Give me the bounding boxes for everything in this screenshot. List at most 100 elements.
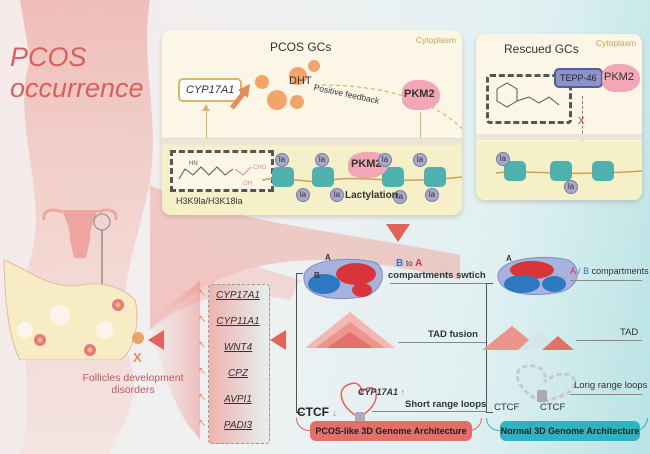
compartments-text: compartments — [591, 266, 649, 276]
up-arrow-icon: ↖ — [198, 340, 207, 351]
b-label: B — [583, 266, 590, 276]
gene-item: AVPI1 — [224, 394, 252, 405]
svg-text:OH: OH — [243, 181, 252, 187]
up-arrow-icon: ↖ — [198, 288, 207, 299]
up-arrow-icon: ↑ — [400, 387, 406, 397]
tad-fusion-triangle — [305, 312, 395, 348]
gene-item: CPZ — [228, 368, 248, 379]
pcos-gcs-panel: PCOS GCs Cytoplasm Nucleus CYP17A1 DHT P… — [162, 30, 462, 215]
follicles-outcome-label: Follicles development disorders — [82, 372, 184, 396]
uterus-icon — [42, 208, 118, 258]
down-arrow — [386, 224, 410, 242]
la-mark: la — [413, 153, 427, 167]
cytoplasm-label: Cytoplasm — [595, 38, 636, 48]
title-line-1: PCOS — [10, 42, 87, 72]
tad-label: TAD — [620, 327, 639, 338]
tad-fusion-label: TAD fusion — [428, 329, 478, 340]
long-range-loops-label: Long range loops — [574, 380, 648, 391]
svg-text:HN: HN — [189, 161, 198, 167]
divider-line — [570, 394, 642, 395]
divider-line — [372, 411, 486, 412]
ovary-illustration — [3, 208, 144, 360]
gene-item: PADI3 — [223, 420, 253, 431]
gene-item: WNT4 — [223, 342, 253, 353]
chromatin-fiber — [495, 161, 642, 181]
compartment-blob-normal — [497, 256, 578, 296]
arrow-to-gene-list — [270, 330, 286, 350]
up-arrow-icon: ↖ — [198, 366, 207, 377]
histone-marks-label: H3K9la/H3K18la — [176, 196, 243, 206]
ab-compartments-label: A / B compartments — [570, 266, 649, 276]
divider-line — [398, 342, 486, 343]
lactyl-lysine-structure-icon: CHO OH HN — [178, 161, 267, 187]
svg-text:CHO: CHO — [253, 165, 267, 171]
chromatin-fiber — [262, 167, 462, 187]
slash-label: / — [578, 266, 581, 276]
divider-line — [390, 283, 486, 284]
pcos-bracket — [296, 273, 303, 413]
pkm2-blob — [402, 80, 440, 110]
nuclear-membrane — [476, 134, 642, 140]
la-mark: la — [296, 188, 310, 202]
up-arrow-icon: ↖ — [198, 314, 207, 325]
pcos-occurrence-title: PCOS occurrence — [10, 42, 144, 104]
tepp46-box: TEPP-46 — [554, 68, 603, 88]
tepp46-molecule-icon — [496, 82, 560, 108]
pkm2-label: PKM2 — [604, 71, 634, 83]
ctcf-label: CTCF ↓ — [297, 405, 337, 419]
b-label: B — [396, 258, 404, 269]
gene-item: CYP17A1 — [216, 290, 260, 301]
up-arrow — [206, 108, 207, 160]
down-arrow-icon: ↓ — [332, 408, 337, 418]
pkm2-nuclear-label: PKM2 — [351, 158, 382, 170]
la-mark: la — [496, 152, 510, 166]
nucleosome — [272, 167, 446, 187]
up-arrow-icon: ↖ — [198, 392, 207, 403]
pkm2-down-arrow — [420, 112, 421, 156]
a-label: A — [415, 258, 423, 269]
compartment-blob-pcos — [303, 258, 383, 299]
tepp46-structure — [486, 74, 572, 124]
ctcf-text: CTCF — [297, 405, 329, 419]
loop-gene-label: CYP17A1 ↑ — [358, 387, 405, 397]
compartment-b-label: B — [314, 271, 320, 280]
ctcf-right-label: CTCF — [540, 402, 566, 413]
long-range-loop — [515, 364, 576, 404]
dht-cluster — [230, 60, 462, 130]
cytoplasm-label: Cytoplasm — [415, 35, 456, 45]
lactylation-label: Lactylation — [345, 190, 398, 201]
dht-label: DHT — [289, 75, 312, 87]
upregulated-genes-box — [208, 284, 270, 444]
up-arrow-icon: ↖ — [198, 418, 207, 429]
compartment-a-label: A — [506, 254, 512, 263]
up-arrow-head — [202, 104, 210, 111]
histone-lactylation-structure: CHO OH HN — [170, 150, 274, 192]
cyp17a1-label: CYP17A1 — [358, 387, 399, 397]
normal-genome-architecture-badge: Normal 3D Genome Architecture — [500, 421, 640, 441]
cyp17a1-gene-box: CYP17A1 — [178, 78, 243, 102]
panel-title: Rescued GCs — [504, 42, 579, 56]
a-label: A — [570, 266, 576, 276]
la-mark: la — [393, 190, 407, 204]
divider-line — [570, 280, 642, 281]
compartments-switch-label: compartments swtich — [388, 270, 486, 281]
gene-item: CYP11A1 — [216, 316, 260, 327]
panel-title: PCOS GCs — [270, 40, 332, 54]
title-line-2: occurrence — [10, 73, 144, 103]
to-label: to — [406, 259, 413, 268]
la-mark: la — [330, 188, 344, 202]
arrow-to-ovary — [148, 330, 164, 350]
pkm2-label: PKM2 — [404, 88, 435, 100]
blocked-arrow — [582, 96, 583, 168]
la-mark: la — [425, 188, 439, 202]
rescued-gcs-panel: Rescued GCs Cytoplasm Nucleus TEPP-46 PK… — [476, 34, 642, 200]
ctcf-left-label: CTCF — [494, 402, 520, 413]
tad-triangles — [482, 326, 574, 350]
compartment-a-label: A — [325, 253, 331, 262]
la-mark: la — [315, 153, 329, 167]
divider-line — [576, 340, 642, 341]
la-mark: la — [378, 153, 392, 167]
b-to-a-title: B to A — [396, 258, 422, 269]
la-mark: la — [275, 153, 289, 167]
short-range-loops-label: Short range loops — [405, 399, 487, 410]
